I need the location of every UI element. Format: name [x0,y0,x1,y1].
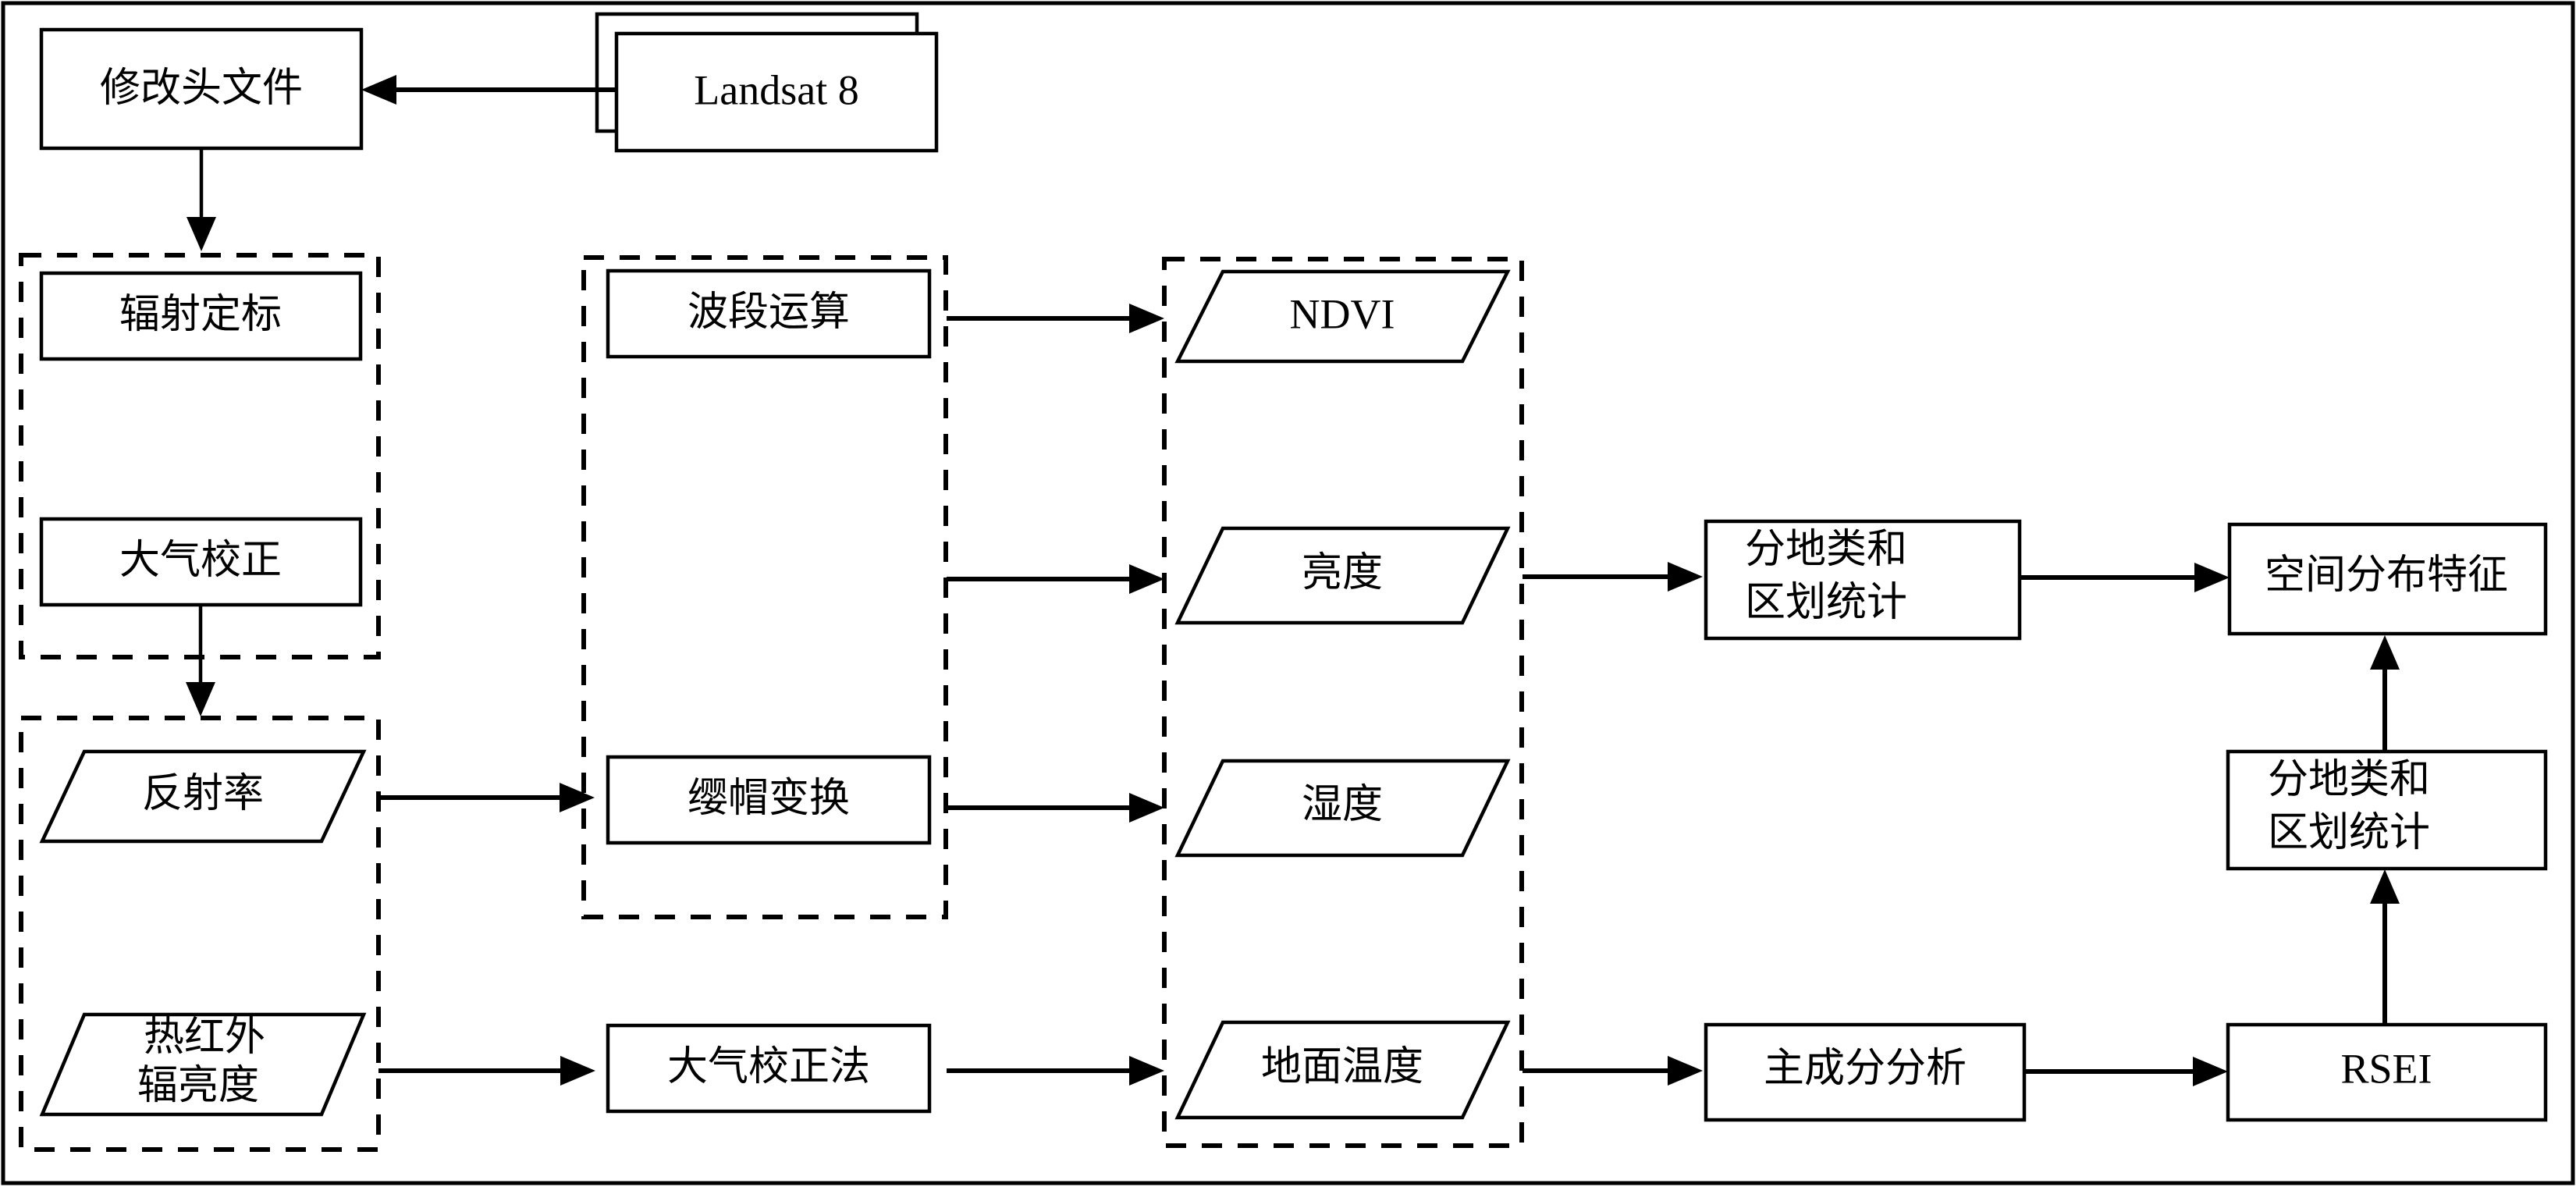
edge-brightness-to-zonal-stats-top [1523,562,1703,592]
node-pca[interactable]: 主成分分析 [1704,1022,2027,1122]
ndvi-shape [1174,269,1511,364]
modify-header-box [39,27,364,151]
thermal-radiance-shape [39,1012,367,1117]
modify-header-label: 修改头文件 [100,66,303,111]
node-modify-header[interactable]: 修改头文件 [39,27,364,151]
node-zonal-stats-top[interactable]: 分地类和 区划统计 [1704,519,2022,641]
tasseled-cap-box [606,755,932,845]
node-thermal-radiance[interactable]: 热红外 辐亮度 [39,1012,367,1117]
tasseled-cap-label: 缨帽变换 [688,777,850,821]
pca-box [1704,1022,2027,1122]
transform-group-container [581,255,948,919]
wetness-shape [1174,759,1511,858]
ndvi-label: NDVI [1290,290,1395,337]
edge-lst-to-pca [1523,1056,1703,1086]
node-reflectance[interactable]: 反射率 [39,749,367,844]
atmospheric-correction-label: 大气校正 [119,538,282,583]
landsat8-front-sheet [614,31,939,153]
node-radiometric-calibration[interactable]: 辐射定标 [39,271,363,361]
wetness-label: 湿度 [1302,783,1383,827]
edge-landsat8-to-modify-header [361,75,616,105]
edge-atmospheric-to-reflectance [186,606,215,716]
edge-reflectance-to-tasseled-cap [378,783,595,812]
node-band-math[interactable]: 波段运算 [606,268,932,359]
reflectance-label: 反射率 [142,772,264,816]
node-tasseled-cap[interactable]: 缨帽变换 [606,755,932,845]
edge-tasseled-cap-to-brightness [947,564,1164,594]
spatial-distribution-box [2227,522,2548,636]
zonal-stats-bottom-label-line1: 分地类和 [2268,758,2430,802]
brightness-label: 亮度 [1302,551,1383,595]
brightness-shape [1174,526,1511,625]
atmospheric-correction-box [39,517,363,607]
zonal-stats-top-box [1704,519,2022,641]
band-math-label: 波段运算 [688,290,850,335]
node-ndvi[interactable]: NDVI [1174,269,1511,364]
edge-pca-to-rsei [2025,1057,2228,1086]
reflectance-shape [39,749,367,844]
node-rsei[interactable]: RSEI [2226,1022,2548,1122]
node-zonal-stats-bottom[interactable]: 分地类和 区划统计 [2226,749,2548,871]
zonal-stats-top-label-line1: 分地类和 [1745,528,1907,572]
thermal-radiance-label-line1: 热红外 [144,1015,265,1060]
edge-rsei-to-zonal-stats-bottom [2370,869,2400,1025]
lst-shape [1174,1020,1511,1120]
band-math-box [606,268,932,359]
node-landsat8[interactable]: Landsat 8 [595,12,939,153]
edge-modify-header-to-radiometric [187,149,216,251]
node-spatial-distribution[interactable]: 空间分布特征 [2227,522,2548,636]
node-land-surface-temperature[interactable]: 地面温度 [1174,1020,1511,1120]
edge-band-math-to-ndvi [947,304,1164,333]
lst-label: 地面温度 [1261,1045,1423,1089]
thermal-radiance-label-line2: 辐亮度 [137,1064,259,1108]
node-wetness[interactable]: 湿度 [1174,759,1511,858]
atm-correction-method-box [606,1023,932,1114]
edge-thermal-to-atm-correction-method [378,1056,595,1086]
indicators-group-container [1162,257,1524,1148]
atm-correction-method-label: 大气校正法 [667,1045,870,1089]
node-brightness[interactable]: 亮度 [1174,526,1511,625]
landsat8-label: Landsat 8 [694,66,858,113]
edge-zonal-stats-top-to-spatial [2020,563,2230,592]
radiometric-calibration-box [39,271,363,361]
radiometric-calibration-label: 辐射定标 [119,293,282,337]
edge-tasseled-cap-to-wetness [947,793,1164,823]
node-atm-correction-method[interactable]: 大气校正法 [606,1023,932,1114]
edge-atm-correction-to-lst [947,1056,1164,1086]
rsei-box [2226,1022,2548,1122]
spatial-distribution-label: 空间分布特征 [2265,553,2508,598]
pca-label: 主成分分析 [1764,1047,1967,1091]
rsei-label: RSEI [2340,1045,2432,1092]
zonal-stats-top-label-line2: 区划统计 [1745,581,1907,625]
edge-zonal-stats-bottom-to-spatial [2370,635,2400,752]
zonal-stats-bottom-label-line2: 区划统计 [2268,811,2430,855]
node-atmospheric-correction[interactable]: 大气校正 [39,517,363,607]
zonal-stats-bottom-box [2226,749,2548,871]
